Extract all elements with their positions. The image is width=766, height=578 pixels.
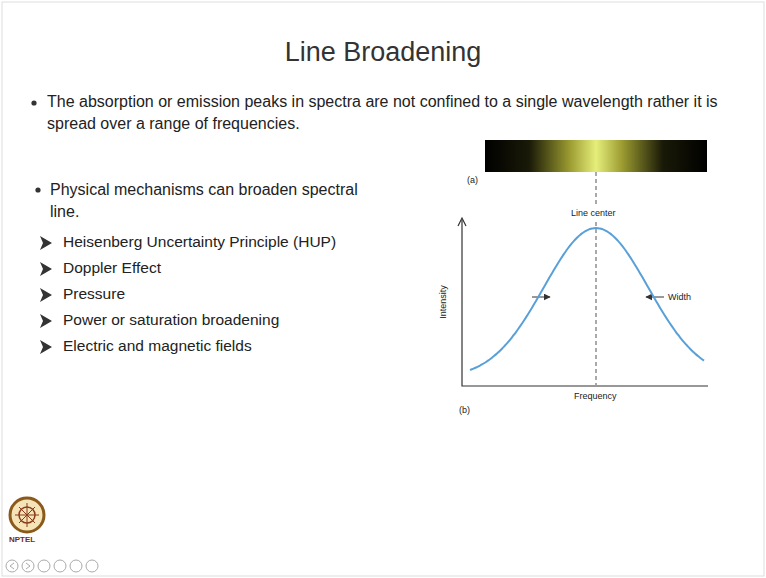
bullet-dot — [31, 100, 36, 105]
bullet-text: The absorption or emission peaks in spec… — [47, 91, 762, 134]
plot-axes — [462, 220, 708, 386]
list-item: Electric and magnetic fields — [63, 336, 423, 357]
axis-arrow — [458, 218, 466, 226]
axis-label: Intensity — [437, 285, 449, 319]
list-item: Heisenberg Uncertainty Principle (HUP) — [63, 232, 423, 253]
bullet-dot — [35, 187, 40, 192]
width-label: Width — [668, 291, 691, 303]
axis-label: Frequency — [574, 390, 617, 402]
line-profile-curve — [470, 228, 704, 370]
width-arrow — [532, 297, 550, 298]
list-item: Doppler Effect — [63, 258, 423, 279]
logo-text: NPTEL — [9, 535, 35, 546]
center-line — [596, 172, 597, 205]
list-item: Pressure — [63, 284, 423, 305]
spectrum-band — [485, 140, 707, 172]
list-item: Power or saturation broadening — [63, 310, 423, 331]
center-line — [596, 222, 597, 385]
bullet-text: Physical mechanisms can broaden spectral… — [50, 179, 390, 222]
nptel-logo — [10, 498, 44, 532]
arrow-bullets — [40, 236, 52, 354]
panel-label: (b) — [459, 404, 470, 416]
panel-label: (a) — [467, 174, 478, 186]
axis-note: Line center — [571, 207, 616, 219]
slide-title: Line Broadening — [0, 34, 766, 70]
nav-icons — [6, 560, 98, 572]
